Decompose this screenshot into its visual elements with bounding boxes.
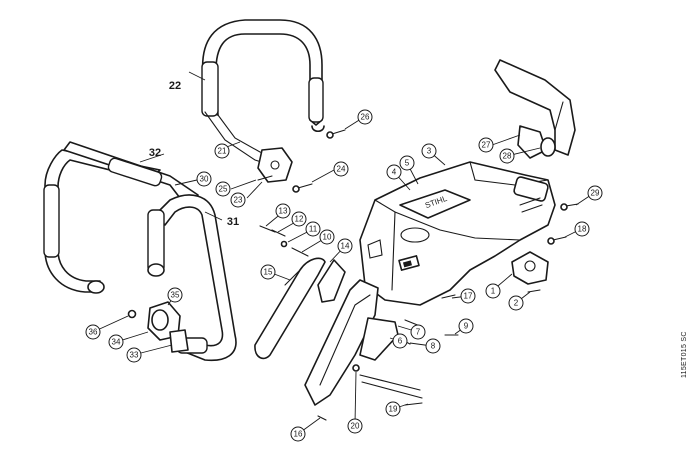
callout-12: 12 [291, 211, 307, 227]
svg-text:4: 4 [392, 168, 397, 177]
callout-1: 1 [485, 283, 501, 299]
drawing-reference-code: 115ET015 SC [681, 331, 688, 378]
callout-24: 24 [333, 161, 349, 177]
hoop-handle-22 [201, 19, 325, 183]
callout-16: 16 [290, 426, 306, 442]
svg-text:34: 34 [112, 338, 121, 347]
svg-text:36: 36 [89, 328, 98, 337]
callout-23: 23 [230, 192, 246, 208]
callout-9: 9 [458, 318, 474, 334]
callout-2: 2 [508, 295, 524, 311]
svg-text:1: 1 [491, 287, 496, 296]
callout-11: 11 [305, 221, 321, 237]
callout-15: 15 [260, 264, 276, 280]
callout-27: 27 [478, 137, 494, 153]
callout-4: 4 [386, 164, 402, 180]
rear-cover-27 [494, 59, 576, 159]
callout-29: 29 [587, 185, 603, 201]
svg-text:7: 7 [416, 328, 421, 337]
callout-20: 20 [347, 418, 363, 434]
svg-text:33: 33 [130, 351, 139, 360]
svg-text:5: 5 [405, 159, 410, 168]
svg-text:16: 16 [294, 430, 303, 439]
svg-text:2: 2 [514, 299, 519, 308]
callout-28: 28 [499, 148, 515, 164]
svg-text:30: 30 [200, 175, 209, 184]
svg-text:15: 15 [264, 268, 273, 277]
svg-text:19: 19 [389, 405, 398, 414]
svg-text:26: 26 [361, 113, 370, 122]
callout-3: 3 [421, 143, 437, 159]
callouts: 1 2 3 4 5 6 7 8 9 10 11 12 13 14 15 16 1… [85, 109, 603, 442]
trigger-parts [254, 257, 346, 360]
fasteners [257, 129, 579, 421]
svg-text:24: 24 [337, 165, 346, 174]
svg-text:9: 9 [464, 322, 469, 331]
svg-text:29: 29 [591, 189, 600, 198]
svg-text:18: 18 [578, 225, 587, 234]
svg-text:10: 10 [323, 233, 332, 242]
lower-handle-shell [304, 279, 423, 406]
svg-text:13: 13 [279, 207, 288, 216]
svg-text:23: 23 [234, 196, 243, 205]
label-32: 32 [149, 147, 161, 159]
svg-text:28: 28 [503, 152, 512, 161]
handle-housing-3: STIHL [359, 161, 556, 306]
svg-text:12: 12 [295, 215, 304, 224]
callout-36: 36 [85, 324, 101, 340]
bold-part-labels: 22 32 31 [149, 80, 239, 228]
av-element-1 [511, 251, 549, 285]
svg-text:25: 25 [219, 185, 228, 194]
svg-text:20: 20 [351, 422, 360, 431]
svg-text:17: 17 [464, 292, 473, 301]
callout-30: 30 [196, 171, 212, 187]
callout-14: 14 [337, 238, 353, 254]
callout-17: 17 [460, 288, 476, 304]
av-mount-assembly [127, 301, 189, 353]
front-handle-32 [43, 141, 199, 294]
svg-text:6: 6 [398, 337, 403, 346]
svg-text:8: 8 [431, 342, 436, 351]
callout-13: 13 [275, 203, 291, 219]
callout-33: 33 [126, 347, 142, 363]
callout-8: 8 [425, 338, 441, 354]
callout-7: 7 [410, 324, 426, 340]
callout-5: 5 [399, 155, 415, 171]
callout-10: 10 [319, 229, 335, 245]
label-31: 31 [227, 216, 239, 228]
callout-21: 21 [214, 143, 230, 159]
callout-34: 34 [108, 334, 124, 350]
svg-text:35: 35 [171, 291, 180, 300]
callout-26: 26 [357, 109, 373, 125]
svg-text:11: 11 [309, 225, 318, 234]
svg-text:21: 21 [218, 147, 227, 156]
callout-6: 6 [392, 333, 408, 349]
label-22: 22 [169, 80, 181, 92]
callout-25: 25 [215, 181, 231, 197]
callout-35: 35 [167, 287, 183, 303]
callout-19: 19 [385, 401, 401, 417]
svg-text:14: 14 [341, 242, 350, 251]
callout-18: 18 [574, 221, 590, 237]
svg-text:27: 27 [482, 141, 491, 150]
svg-text:3: 3 [427, 147, 432, 156]
